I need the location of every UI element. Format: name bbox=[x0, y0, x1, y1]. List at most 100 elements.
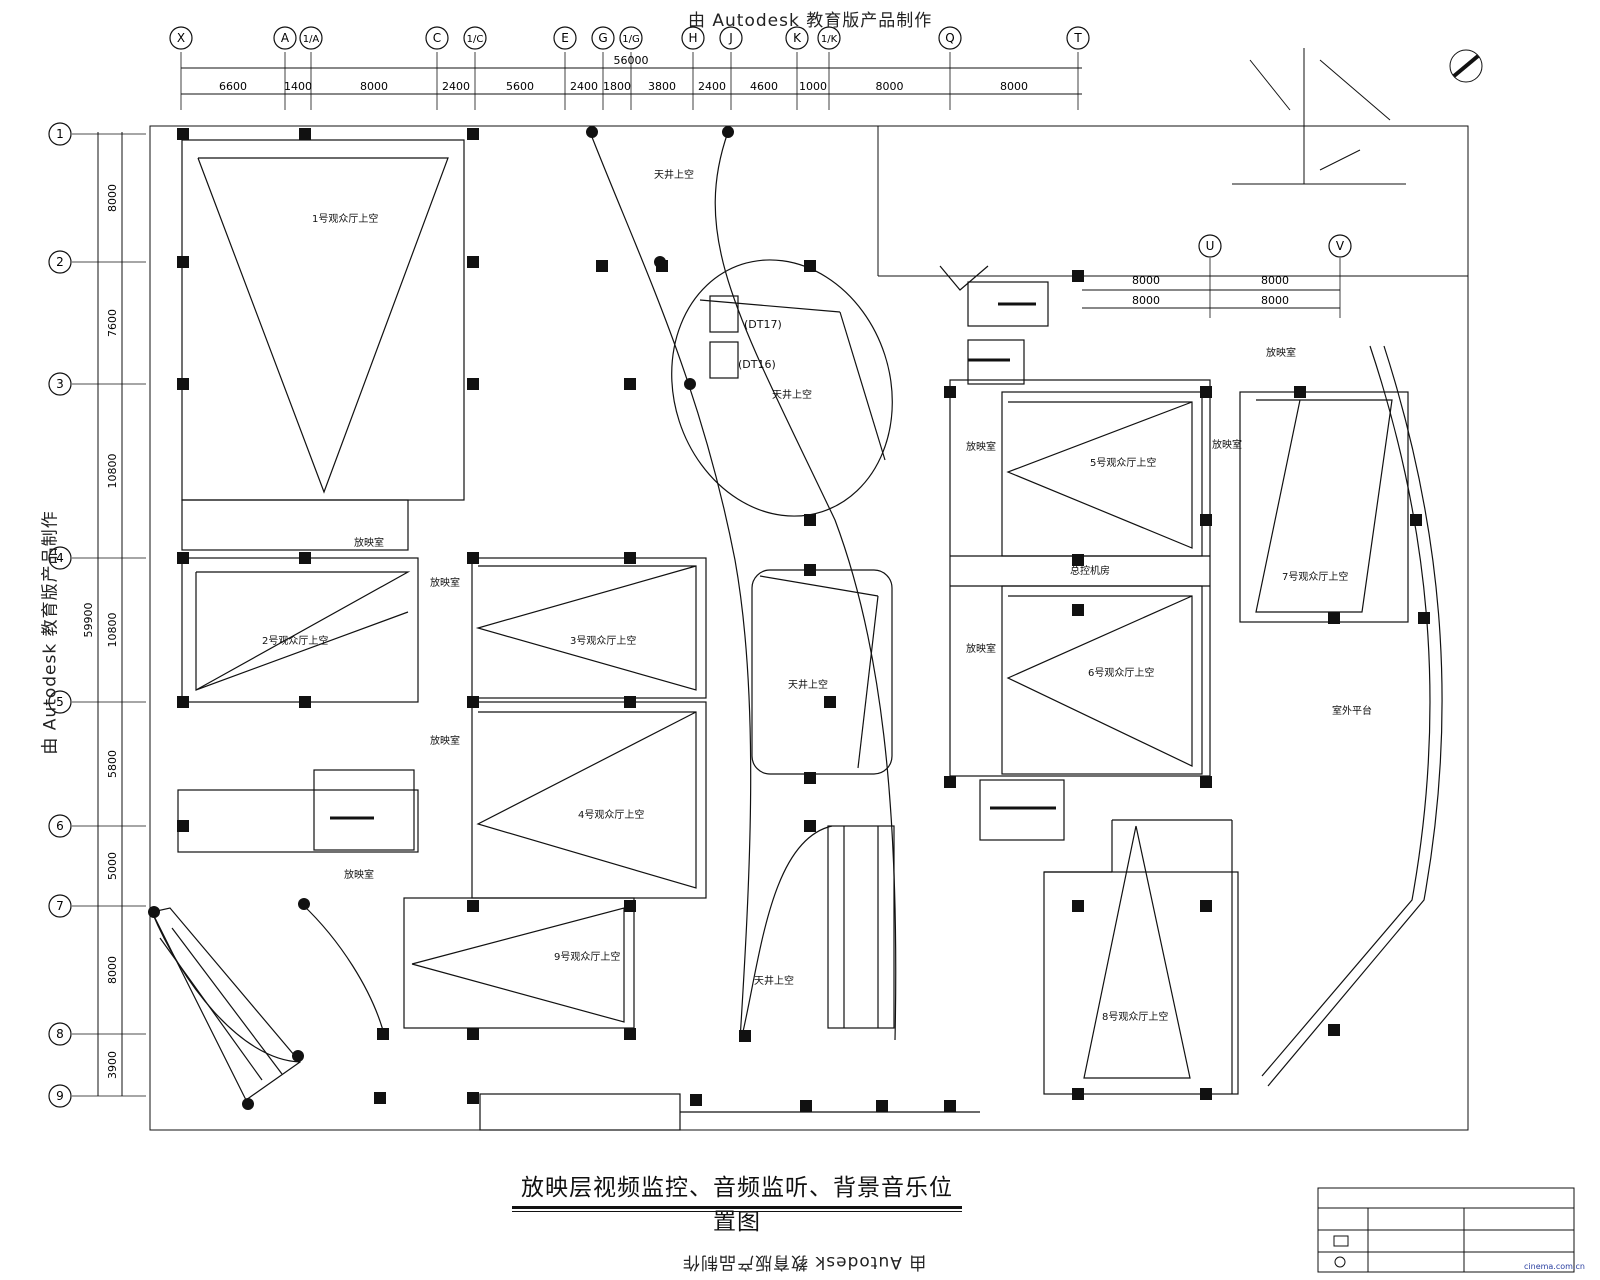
structural-column bbox=[299, 696, 311, 708]
dimension-top: 1400 bbox=[284, 80, 312, 93]
structural-column-round bbox=[292, 1050, 304, 1062]
dimension-top: 1000 bbox=[799, 80, 827, 93]
grid-bubble-left bbox=[48, 894, 72, 918]
structural-column bbox=[1200, 776, 1212, 788]
structural-column bbox=[467, 900, 479, 912]
structural-column bbox=[876, 1100, 888, 1112]
grid-label-top: G bbox=[598, 31, 607, 45]
structural-column bbox=[177, 820, 189, 832]
dimension-left: 3900 bbox=[106, 1051, 119, 1079]
grid-label-left: 4 bbox=[56, 551, 64, 565]
hall-8-outline bbox=[1043, 871, 1239, 1095]
structural-column bbox=[1200, 1088, 1212, 1100]
watermark-left: 由 Autodesk 教育版产品制作 bbox=[40, 510, 61, 755]
dimension-left: 5800 bbox=[106, 750, 119, 778]
structural-column bbox=[624, 696, 636, 708]
structural-column bbox=[1072, 1088, 1084, 1100]
dimension-right-inner: 8000 bbox=[1261, 294, 1289, 307]
dimension-top: 1800 bbox=[603, 80, 631, 93]
room-label-hall-3: 3号观众厅上空 bbox=[570, 634, 636, 647]
structural-column-round bbox=[654, 256, 666, 268]
grid-label-top: Q bbox=[945, 31, 954, 45]
north-compass-icon bbox=[1449, 49, 1483, 83]
structural-column bbox=[467, 552, 479, 564]
grid-label-left: 2 bbox=[56, 255, 64, 269]
structural-column bbox=[800, 1100, 812, 1112]
grid-label-left: 1 bbox=[56, 127, 64, 141]
room-label-hall-7: 7号观众厅上空 bbox=[1282, 570, 1348, 583]
hall-1-outline bbox=[181, 139, 465, 501]
grid-label-top: X bbox=[177, 31, 185, 45]
structural-column bbox=[1200, 900, 1212, 912]
grid-bubble-left bbox=[48, 1084, 72, 1108]
oval-atrium bbox=[671, 259, 893, 517]
grid-label-left: 3 bbox=[56, 377, 64, 391]
hall-9-outline bbox=[403, 897, 635, 1029]
structural-column bbox=[804, 820, 816, 832]
room-label-projection-2: 放映室 bbox=[430, 576, 460, 589]
grid-label-top: K bbox=[793, 31, 802, 45]
grid-bubble-top bbox=[817, 26, 841, 50]
structural-column bbox=[690, 1094, 702, 1106]
watermark-top: 由 Autodesk 教育版产品制作 bbox=[688, 11, 933, 31]
hall-4-outline bbox=[471, 701, 707, 899]
site-logo: cinema.com.cn bbox=[1524, 1262, 1585, 1271]
grid-bubble-left bbox=[48, 546, 72, 570]
structural-column bbox=[624, 552, 636, 564]
dimension-left-total: 59900 bbox=[82, 603, 95, 638]
structural-column-round bbox=[684, 378, 696, 390]
lift-label-dt17: (DT17) bbox=[744, 318, 782, 331]
room-label-control-room: 总控机房 bbox=[1070, 564, 1110, 577]
room-label-void-1: 天井上空 bbox=[654, 168, 694, 181]
dimension-top: 2400 bbox=[698, 80, 726, 93]
dimension-top: 2400 bbox=[442, 80, 470, 93]
structural-column bbox=[1328, 1024, 1340, 1036]
grid-label-top: 1/G bbox=[622, 34, 639, 45]
structural-column bbox=[1072, 900, 1084, 912]
grid-label-left: 9 bbox=[56, 1089, 64, 1103]
grid-bubble-top bbox=[463, 26, 487, 50]
room-label-projection-1: 放映室 bbox=[354, 536, 384, 549]
dimension-top: 3800 bbox=[648, 80, 676, 93]
room-label-void-4: 天井上空 bbox=[754, 974, 794, 987]
structural-column bbox=[624, 378, 636, 390]
grid-bubble-left bbox=[48, 372, 72, 396]
grid-bubble-top bbox=[785, 26, 809, 50]
structural-column-round bbox=[298, 898, 310, 910]
dimension-left: 7600 bbox=[106, 309, 119, 337]
structural-column bbox=[1328, 612, 1340, 624]
structural-column bbox=[177, 256, 189, 268]
structural-column bbox=[467, 378, 479, 390]
room-label-void-3: 天井上空 bbox=[788, 678, 828, 691]
hall-7-outline bbox=[1239, 391, 1409, 623]
dimension-top: 5600 bbox=[506, 80, 534, 93]
room-label-hall-2: 2号观众厅上空 bbox=[262, 634, 328, 647]
grid-bubble-top bbox=[273, 26, 297, 50]
room-label-projection-3: 放映室 bbox=[430, 734, 460, 747]
drawing-title: 放映层视频监控、音频监听、背景音乐位置图 bbox=[521, 1175, 953, 1235]
title-underline bbox=[512, 1206, 962, 1212]
grid-bubble-top bbox=[938, 26, 962, 50]
structural-column bbox=[824, 696, 836, 708]
structural-column bbox=[299, 552, 311, 564]
grid-label-top: 1/C bbox=[467, 34, 484, 45]
room-label-hall-5: 5号观众厅上空 bbox=[1090, 456, 1156, 469]
dimension-right: 8000 bbox=[1132, 274, 1160, 287]
structural-column bbox=[467, 1092, 479, 1104]
grid-bubble-right bbox=[1198, 234, 1222, 258]
dimension-top: 2400 bbox=[570, 80, 598, 93]
grid-label-right: V bbox=[1336, 239, 1345, 253]
grid-label-left: 6 bbox=[56, 819, 64, 833]
dimension-left: 10800 bbox=[106, 454, 119, 489]
dimension-top: 4600 bbox=[750, 80, 778, 93]
dimension-top: 8000 bbox=[360, 80, 388, 93]
dimension-top: 8000 bbox=[876, 80, 904, 93]
dimension-right-inner: 8000 bbox=[1132, 294, 1160, 307]
room-label-hall-1: 1号观众厅上空 bbox=[312, 212, 378, 225]
room-label-hall-9: 9号观众厅上空 bbox=[554, 950, 620, 963]
room-label-projection-8: 放映室 bbox=[1266, 346, 1296, 359]
grid-bubble-top bbox=[681, 26, 705, 50]
grid-label-left: 7 bbox=[56, 899, 64, 913]
structural-column bbox=[374, 1092, 386, 1104]
